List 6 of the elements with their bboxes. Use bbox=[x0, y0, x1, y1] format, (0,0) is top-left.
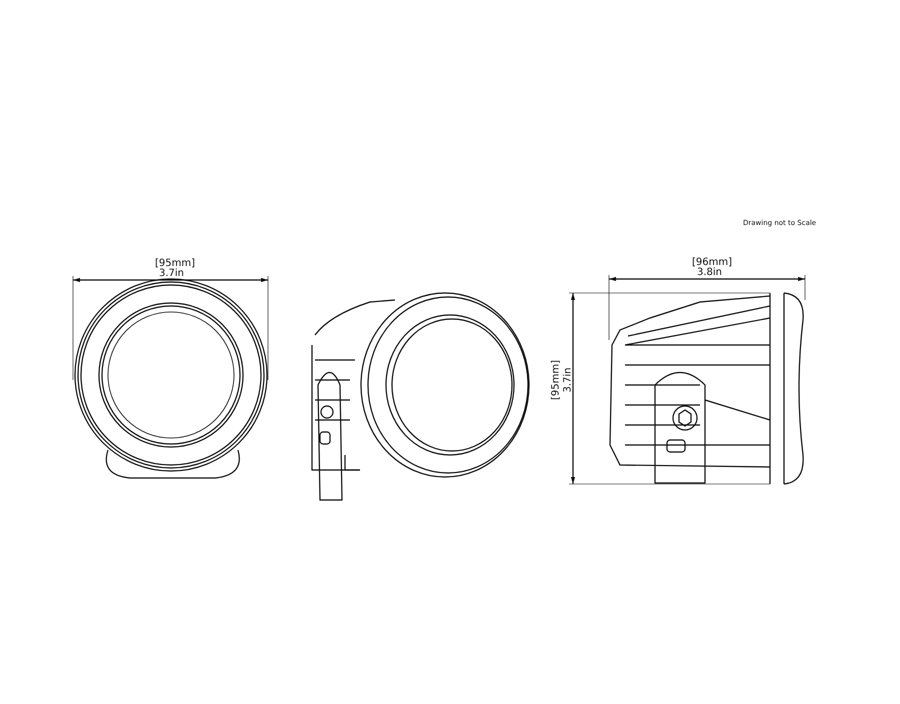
dimension-text: 3.7in bbox=[159, 268, 184, 279]
dimension-text: 3.7in bbox=[562, 367, 574, 393]
dimension-text: [95mm] bbox=[155, 258, 196, 269]
dimension-text: [96mm] bbox=[692, 257, 732, 268]
dimension-text: [95mm] bbox=[550, 360, 562, 400]
dimension-text: 3.8in bbox=[697, 267, 722, 278]
